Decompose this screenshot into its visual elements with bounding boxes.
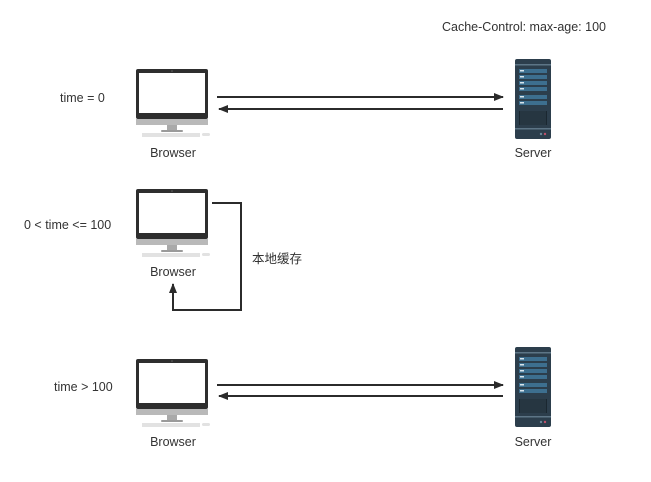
browser-monitor-icon-row1 bbox=[136, 69, 210, 137]
server-caption-row1: Server bbox=[514, 146, 552, 160]
browser-caption-row1: Browser bbox=[150, 146, 196, 160]
browser-caption-row3: Browser bbox=[150, 435, 196, 449]
browser-monitor-icon-row3 bbox=[136, 359, 210, 427]
cache-control-header: Cache-Control: max-age: 100 bbox=[442, 20, 606, 34]
server-caption-row3: Server bbox=[514, 435, 552, 449]
time-label-row3: time > 100 bbox=[54, 380, 113, 394]
server-icon-row1 bbox=[514, 58, 552, 140]
time-label-row2: 0 < time <= 100 bbox=[24, 218, 112, 232]
browser-monitor-icon-row2 bbox=[136, 189, 210, 257]
browser-caption-row2: Browser bbox=[150, 265, 196, 279]
local-cache-label: 本地缓存 bbox=[252, 252, 303, 266]
local-cache-loop-arrow bbox=[169, 202, 242, 311]
server-icon-row3 bbox=[514, 346, 552, 428]
time-label-row1: time = 0 bbox=[60, 91, 105, 105]
